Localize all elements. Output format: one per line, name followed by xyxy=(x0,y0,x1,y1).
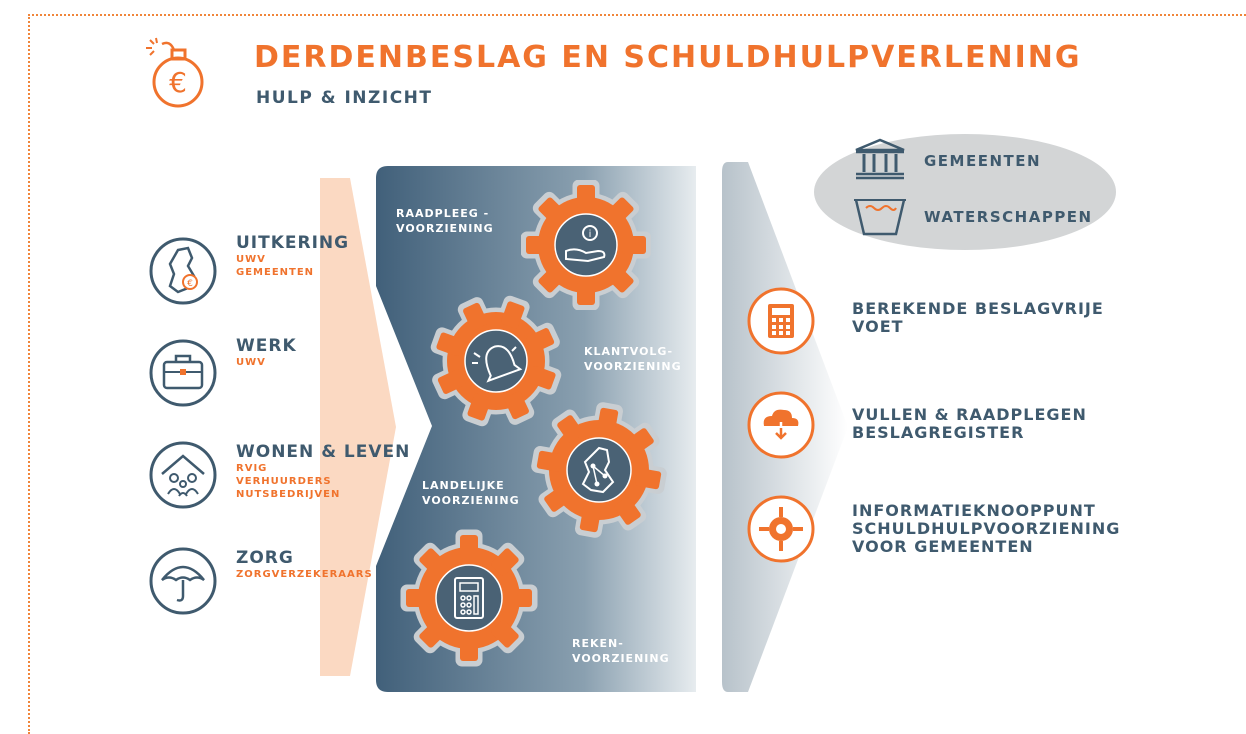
source-sub: RVIG xyxy=(236,463,268,474)
svg-text:€: € xyxy=(169,66,187,99)
gear-landelijke xyxy=(531,402,667,538)
source-zorg: ZORG ZORGVERZEKERAARS xyxy=(236,548,373,581)
source-title: ZORG xyxy=(236,548,294,568)
network-node-icon xyxy=(747,495,815,563)
umbrella-icon xyxy=(149,547,217,615)
netherlands-map-euro-icon: € xyxy=(149,237,217,305)
source-title: WERK xyxy=(236,336,297,356)
result-informatieknooppunt: INFORMATIEKNOOPPUNT SCHULDHULPVOORZIENIN… xyxy=(852,502,1120,556)
label-line: VOORZIENING xyxy=(572,652,670,665)
water-dam-icon xyxy=(854,199,906,236)
organizations-oval xyxy=(814,134,1116,250)
org-waterschappen: WATERSCHAPPEN xyxy=(924,208,1093,226)
label-line: VOORZIENING xyxy=(584,360,682,373)
result-line: SCHULDHULPVOORZIENING xyxy=(852,519,1121,538)
result-line: VOOR GEMEENTEN xyxy=(852,537,1034,556)
result-line: VULLEN & RAADPLEGEN xyxy=(852,405,1087,424)
source-sub: VERHUURDERS xyxy=(236,476,332,487)
dotted-frame xyxy=(28,14,1246,734)
page-subtitle: HULP & INZICHT xyxy=(256,88,433,108)
result-beslagregister: VULLEN & RAADPLEGEN BESLAGREGISTER xyxy=(852,406,1087,442)
result-line: BESLAGREGISTER xyxy=(852,423,1025,442)
org-gemeenten: GEMEENTEN xyxy=(924,152,1042,170)
result-line: INFORMATIEKNOOPPUNT xyxy=(852,501,1096,520)
source-title: UITKERING xyxy=(236,233,350,253)
source-sub: UWV xyxy=(236,254,266,265)
result-line: BEREKENDE BESLAGVRIJE xyxy=(852,299,1104,318)
money-bag-bomb-icon: € xyxy=(146,37,204,108)
label-line: VOORZIENING xyxy=(422,494,520,507)
label-line: VOORZIENING xyxy=(396,222,494,235)
label-line: RAADPLEEG - xyxy=(396,207,490,220)
label-line: LANDELIJKE xyxy=(422,479,505,492)
page-title: DERDENBESLAG EN SCHULDHULPVERLENING xyxy=(254,40,1082,75)
cloud-download-icon xyxy=(747,391,815,459)
label-line: REKEN- xyxy=(572,637,624,650)
source-sub: UWV xyxy=(236,357,266,368)
source-uitkering: UITKERING UWV GEMEENTEN xyxy=(236,233,349,279)
input-arrow-band xyxy=(320,178,396,676)
source-wonen-leven: WONEN & LEVEN RVIG VERHUURDERS NUTSBEDRI… xyxy=(236,442,410,501)
briefcase-icon xyxy=(149,339,217,407)
calculator-icon xyxy=(747,287,815,355)
service-klantvolg-label: KLANTVOLG- VOORZIENING xyxy=(584,344,682,374)
house-family-icon xyxy=(149,441,217,509)
town-hall-icon xyxy=(855,138,905,180)
source-sub: GEMEENTEN xyxy=(236,267,315,278)
service-reken-label: REKEN- VOORZIENING xyxy=(572,636,670,666)
gear-raadpleeg: i xyxy=(521,180,651,310)
label-line: KLANTVOLG- xyxy=(584,345,674,358)
service-landelijke-label: LANDELIJKE VOORZIENING xyxy=(422,478,520,508)
source-title: WONEN & LEVEN xyxy=(236,442,411,462)
result-beslagvrije-voet: BEREKENDE BESLAGVRIJE VOET xyxy=(852,300,1104,336)
svg-text:i: i xyxy=(589,229,592,240)
gear-klantvolg xyxy=(430,295,562,427)
source-sub: ZORGVERZEKERAARS xyxy=(236,569,373,580)
gear-reken xyxy=(400,529,538,667)
source-werk: WERK UWV xyxy=(236,336,297,369)
result-line: VOET xyxy=(852,317,904,336)
service-raadpleeg-label: RAADPLEEG - VOORZIENING xyxy=(396,206,494,236)
svg-text:€: € xyxy=(187,279,193,289)
source-sub: NUTSBEDRIJVEN xyxy=(236,489,341,500)
